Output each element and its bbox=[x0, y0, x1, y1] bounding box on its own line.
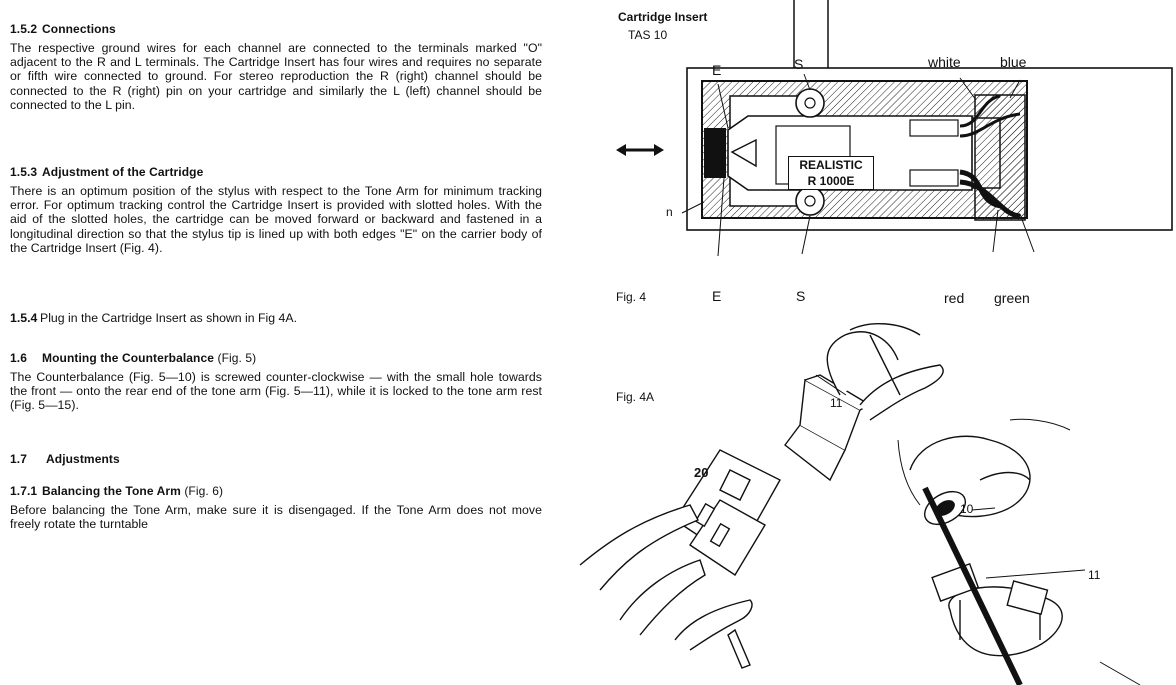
section-body: Before balancing the Tone Arm, make sure… bbox=[10, 503, 542, 532]
fig4-label-red: red bbox=[944, 290, 965, 306]
fig4-subtitle: TAS 10 bbox=[628, 28, 668, 42]
fig4a-drawing bbox=[579, 322, 1141, 685]
fig4-title: Cartridge Insert bbox=[618, 10, 708, 24]
fig4-label-s-top: S bbox=[794, 56, 804, 72]
fig4a-label-20: 20 bbox=[694, 465, 709, 480]
section-body: The Counterbalance (Fig. 5—10) is screwe… bbox=[10, 370, 542, 413]
fig4a-label-11-right: 11 bbox=[1088, 568, 1101, 582]
fig4-label-white: white bbox=[928, 54, 961, 70]
fig4-label-s-bottom: S bbox=[796, 288, 806, 304]
fig4a-label-10: 10 bbox=[960, 502, 974, 516]
fig4a-label-11-top: 11 bbox=[830, 396, 843, 410]
cartridge-label: REALISTIC R 1000E bbox=[788, 156, 874, 190]
section-body: Plug in the Cartridge Insert as shown in… bbox=[40, 311, 297, 325]
section-number: 1.5.4 bbox=[10, 311, 38, 325]
fig4-label-e-bottom: E bbox=[712, 288, 722, 304]
fig4-drawing bbox=[616, 0, 1173, 257]
fig4-label-n: n bbox=[666, 205, 673, 219]
section-body: There is an optimum position of the styl… bbox=[10, 184, 542, 255]
section-body: The respective ground wires for each cha… bbox=[10, 41, 542, 112]
figure-area: Cartridge Insert TAS 10 E S white blue n… bbox=[579, 0, 1176, 685]
fig4-label-green: green bbox=[994, 290, 1030, 306]
fig4a-caption: Fig. 4A bbox=[616, 390, 655, 404]
fig4-label-blue: blue bbox=[1000, 54, 1027, 70]
fig4-label-e-top: E bbox=[712, 62, 722, 78]
fig4-caption: Fig. 4 bbox=[616, 290, 647, 304]
